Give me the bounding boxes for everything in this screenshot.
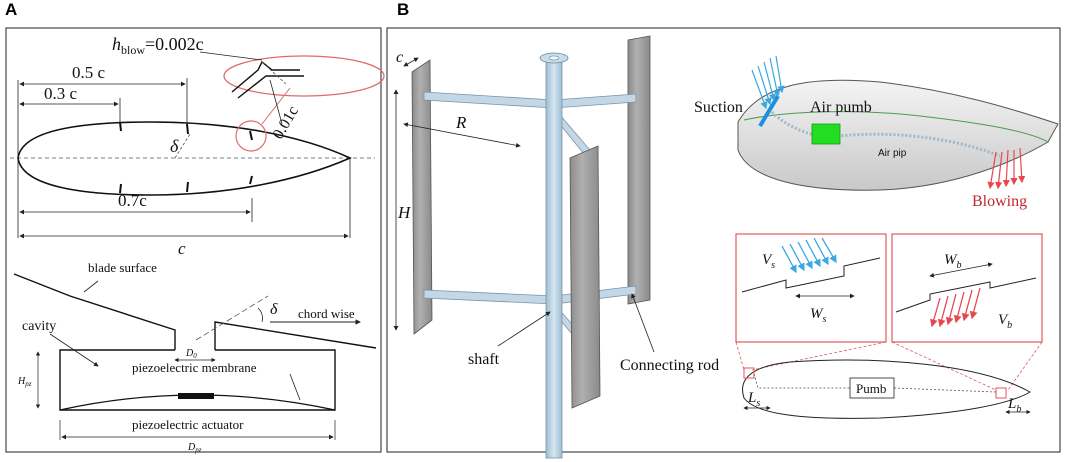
air-pipe-label: Air pip: [878, 148, 907, 159]
blade-surface-line-right: [214, 321, 377, 350]
rod-leader: [631, 293, 655, 353]
h-blow-label: hblow=0.002c: [112, 34, 204, 57]
dim-c: [403, 57, 419, 67]
dim-chord-label: c: [178, 239, 186, 258]
H-label: H: [397, 203, 412, 222]
ls-label: Ls: [747, 390, 760, 409]
jet-slot: [186, 181, 189, 193]
air-pump-label: Air pumb: [810, 99, 872, 116]
delta-arc: [257, 307, 263, 323]
delta-label-top: δ: [170, 136, 179, 156]
blade-surface-leader: [83, 280, 99, 293]
shaft-cap-hole: [548, 55, 560, 61]
dim-001c-line: [269, 79, 283, 125]
zoom-ellipse: [223, 55, 385, 97]
R-label: R: [455, 113, 467, 132]
ws-label: Ws: [810, 306, 827, 325]
panel-label-b: B: [397, 0, 410, 19]
slot-dash: [261, 61, 287, 85]
dim-03c-label: 0.3 c: [44, 84, 78, 103]
shaft-leader: [497, 311, 551, 347]
airfoil-3d: Suction Air pumb Air pip Blowing: [694, 55, 1059, 210]
air-pump: [811, 123, 841, 145]
dim-07c-label: 0.7c: [118, 191, 147, 210]
wb-label: Wb: [944, 252, 962, 271]
panel-a: δ 0.5 c 0.3 c 0.7c c: [5, 27, 385, 454]
pump-box: [849, 377, 895, 399]
slot-detail-upper: [231, 60, 300, 93]
synthetic-jet-section: blade surface δ chord wise cavity piezoe…: [13, 260, 377, 454]
hpz-label: Hpz: [17, 376, 32, 388]
jet-slot: [249, 130, 253, 141]
vs-label: Vs: [762, 252, 775, 271]
chord-wise-label: chord wise: [298, 306, 355, 321]
pump-label: Pumb: [856, 381, 886, 396]
suction-label: Suction: [694, 99, 743, 116]
c-label-turbine: c: [396, 49, 403, 66]
jet-slot: [249, 175, 253, 185]
rod-upper-left: [423, 91, 555, 109]
vawt-turbine: H R c shaft Connecting rod: [393, 35, 719, 459]
panel-b-frame: [386, 27, 1061, 453]
suction-detail-box: Vs Ws: [735, 233, 887, 343]
air-pipe: [770, 110, 1001, 158]
blowing-label: Blowing: [972, 193, 1027, 210]
dim-001c-label: 0.01c: [270, 103, 302, 142]
actuator-block: [178, 393, 214, 399]
zoom-circle: [235, 120, 267, 152]
panel-label-a: A: [5, 0, 18, 19]
d0-label: D0: [185, 348, 197, 360]
shaft-label: shaft: [468, 351, 500, 368]
airfoil-outline: [17, 121, 352, 196]
jet-slot: [119, 183, 122, 194]
zoom-connector: [261, 87, 291, 125]
jet-slot: [119, 121, 122, 132]
panel-b: H R c shaft Connecting rod: [386, 27, 1061, 459]
h-blow-leader: [199, 51, 263, 61]
slot-detail-lower: [237, 75, 304, 99]
actuator-label: piezoelectric actuator: [132, 417, 244, 432]
membrane-leader: [289, 373, 301, 401]
blade-surface-line: [13, 273, 176, 350]
lb-label: Lb: [1007, 396, 1021, 415]
jet-axis: [195, 295, 269, 341]
airfoil-2d-pump: Pumb Ls Lb: [735, 341, 1043, 419]
blowing-detail-box: Wb Vb: [891, 233, 1043, 343]
rod-upper-right: [553, 93, 637, 109]
cavity-label: cavity: [22, 319, 56, 334]
membrane-label: piezoelectric membrane: [132, 360, 257, 375]
suction-arrows: [751, 55, 785, 110]
blowing-arrows: [987, 147, 1026, 190]
cavity-box: [59, 349, 336, 411]
blade-surface-label: blade surface: [88, 260, 157, 275]
jet-slot: [186, 123, 189, 135]
dpz-label: Dpz: [187, 442, 202, 454]
cavity-leader: [49, 333, 99, 367]
blade-front: [569, 145, 601, 409]
dim-R: [403, 122, 521, 148]
panel-a-frame: [5, 27, 382, 453]
airfoil-3d-edge: [743, 111, 1049, 143]
delta-label-bottom: δ: [270, 301, 278, 318]
blade-right: [627, 35, 651, 305]
rod-lower-left: [423, 289, 555, 305]
airfoil-2d-top: δ 0.5 c 0.3 c 0.7c c: [10, 34, 385, 258]
vb-label: Vb: [998, 312, 1012, 331]
connecting-rod-label: Connecting rod: [620, 357, 719, 374]
dim-05c-label: 0.5 c: [72, 63, 106, 82]
shaft: [545, 57, 563, 459]
